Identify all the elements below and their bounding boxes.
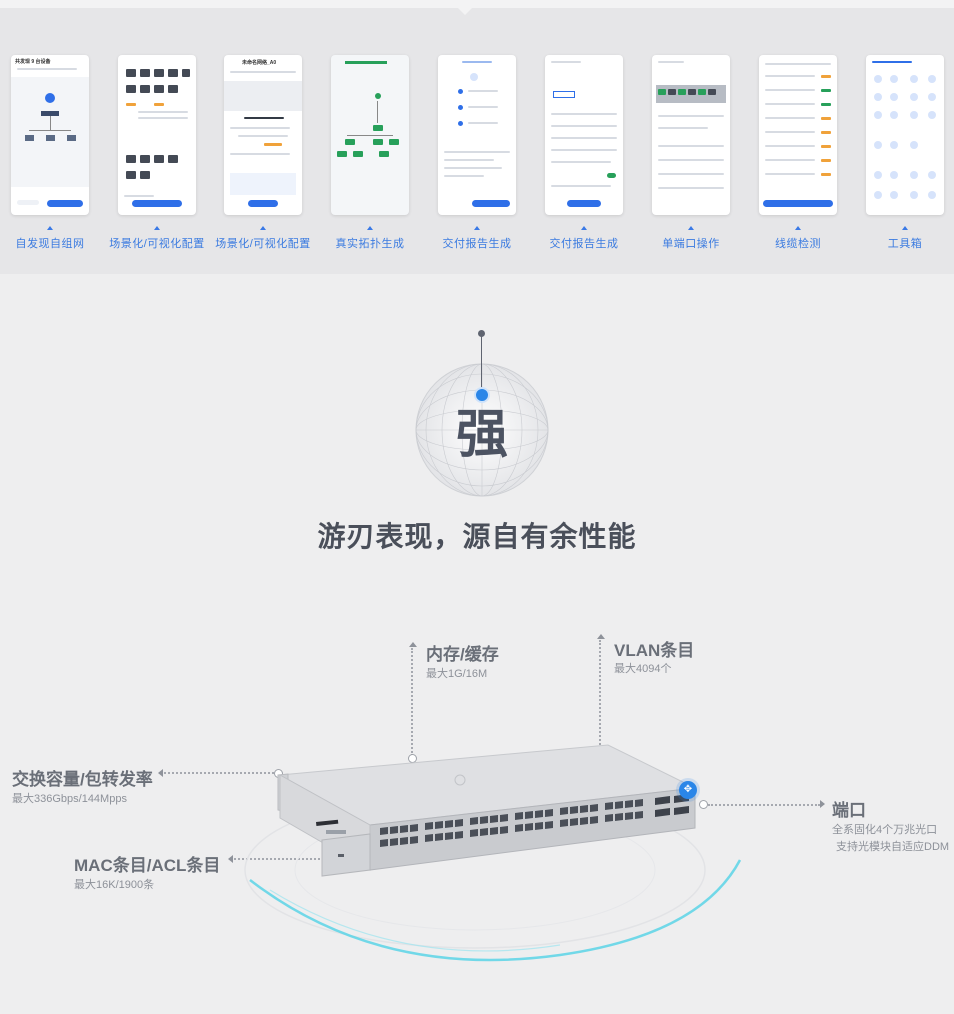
callout-arrow-switching (158, 769, 163, 777)
caption-port-operation: 单端口操作 (662, 238, 720, 250)
screenshot-thumb-report-1[interactable] (438, 55, 516, 215)
section-headline: 游刃表现，源自有余性能 (317, 521, 637, 552)
caption-visual-config-1: 场景化/可视化配置 (109, 238, 205, 250)
screenshot-thumb-port-operation[interactable] (652, 55, 730, 215)
globe-badge-char: 强 (455, 404, 508, 465)
caption-report-2: 交付报告生成 (549, 238, 619, 250)
thumb-title: 共发现 9 台设备 (15, 59, 51, 65)
screenshot-thumb-auto-discovery[interactable]: 共发现 9 台设备 (11, 55, 89, 215)
spec-memory-title: 内存/缓存 (426, 645, 499, 664)
gallery-top-band (0, 0, 954, 8)
caption-topology: 真实拓扑生成 (335, 238, 405, 250)
spec-ports-line1: 全系固化4个万兆光口 (832, 824, 938, 836)
callout-arrow-mac-acl (228, 855, 233, 863)
spec-ports-title: 端口 (832, 801, 866, 820)
spec-memory-value: 最大1G/16M (426, 668, 488, 680)
caption-toolbox: 工具箱 (887, 238, 923, 250)
callout-point-ports (699, 800, 708, 809)
thumb-title: 未命名网络_A0 (242, 60, 277, 66)
caption-auto-discovery: 自发现自组网 (15, 238, 85, 250)
screenshot-thumb-toolbox[interactable] (866, 55, 944, 215)
caption-visual-config-2: 场景化/可视化配置 (215, 238, 311, 250)
callout-arrow-memory (409, 642, 417, 647)
spec-switching-title: 交换容量/包转发率 (12, 770, 153, 789)
spec-switching-value: 最大336Gbps/144Mpps (12, 793, 127, 805)
callout-line-switching (164, 772, 274, 774)
feature-gallery: 共发现 9 台设备 未命名网络_A0 (0, 0, 954, 274)
callout-line-mac-acl (234, 858, 324, 860)
caption-cable-test: 线缆检测 (775, 238, 821, 250)
move-arrows-icon: ✥ (679, 781, 697, 799)
spec-vlan-title: VLAN条目 (614, 641, 695, 660)
spec-ports-line2: 支持光模块自适应DDM (836, 841, 950, 853)
spec-mac-acl-value: 最大16K/1900条 (74, 879, 155, 891)
switch-illustration (244, 744, 742, 962)
spec-vlan-value: 最大4094个 (614, 663, 672, 675)
screenshot-thumb-cable-test[interactable] (759, 55, 837, 215)
screenshot-thumb-topology[interactable] (331, 55, 409, 215)
callout-line-ports (708, 804, 820, 806)
globe-pointer-line (481, 333, 482, 393)
callout-arrow-ports (820, 800, 825, 808)
globe-marker (474, 387, 490, 403)
spec-mac-acl-title: MAC条目/ACL条目 (74, 856, 221, 875)
screenshot-thumb-report-2[interactable] (545, 55, 623, 215)
callout-arrow-vlan (597, 634, 605, 639)
caption-report-1: 交付报告生成 (442, 238, 512, 250)
globe-pointer-cap (478, 330, 485, 337)
gallery-notch (456, 6, 474, 15)
callout-line-vlan (599, 640, 601, 748)
callout-line-memory (411, 648, 413, 756)
screenshot-thumb-visual-config-1[interactable] (118, 55, 196, 215)
screenshot-thumb-visual-config-2[interactable]: 未命名网络_A0 (224, 55, 302, 215)
